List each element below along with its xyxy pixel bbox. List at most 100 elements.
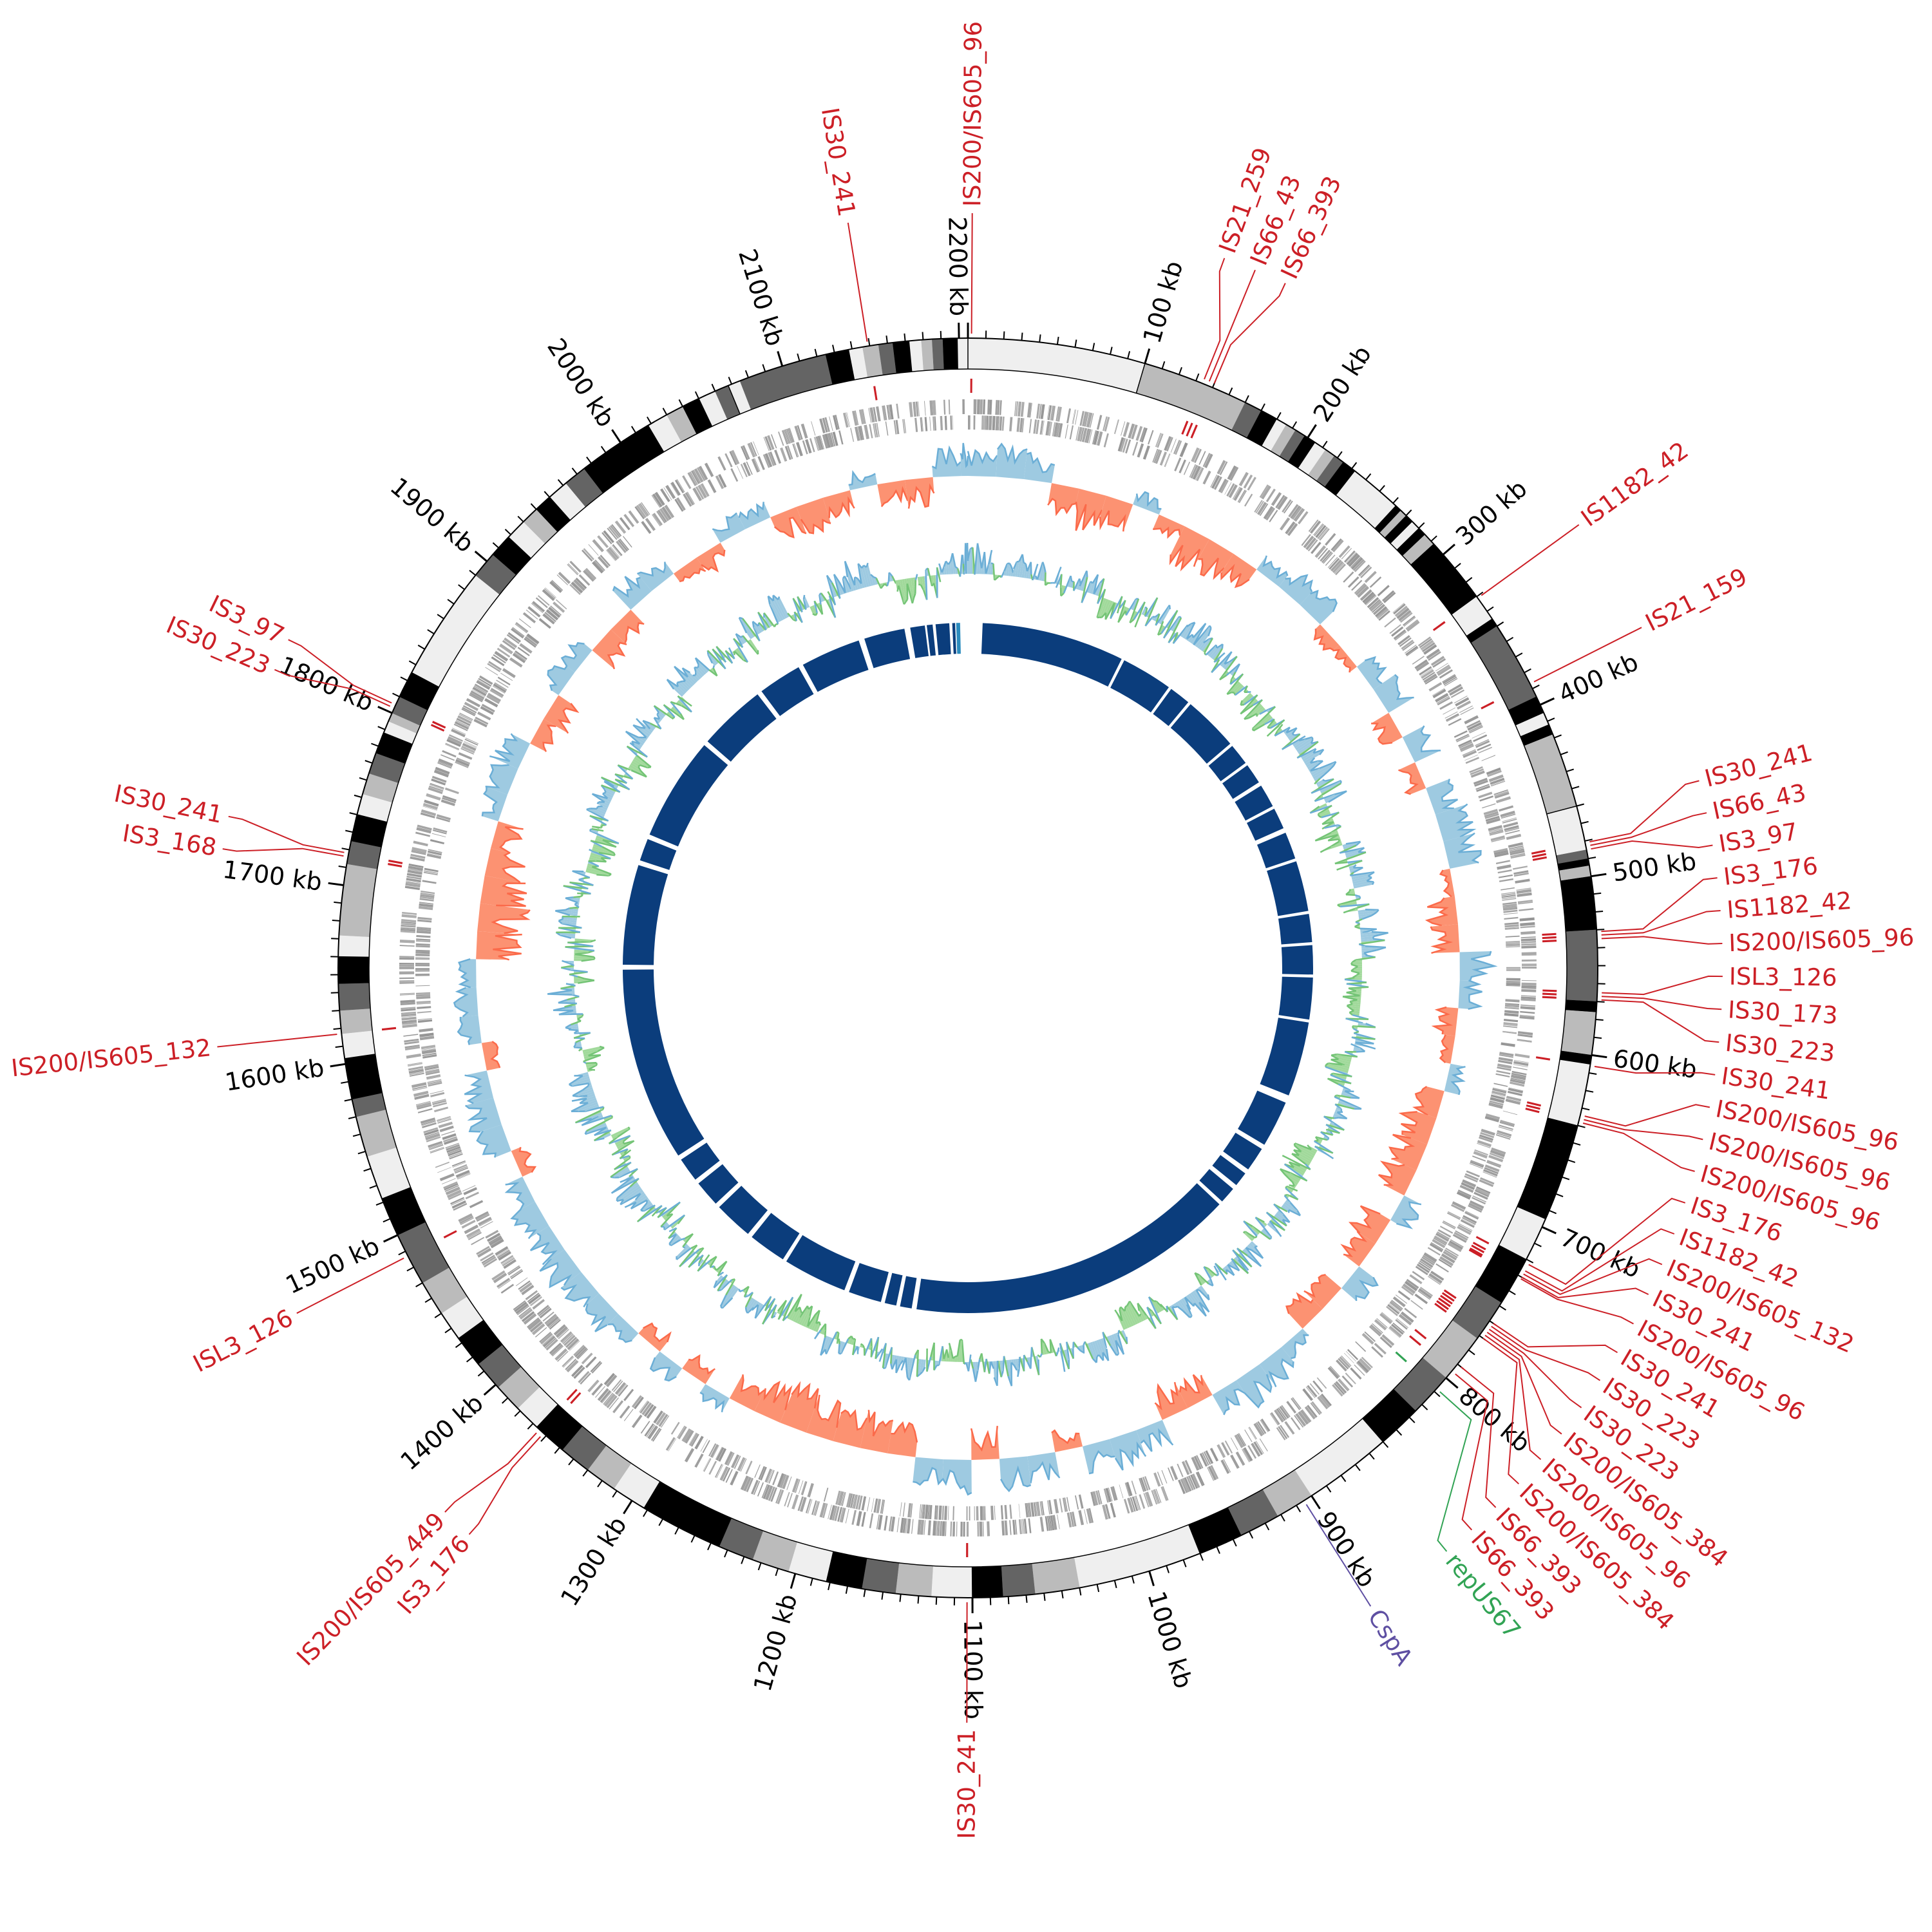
gene-minus-strand	[416, 940, 431, 943]
gene-plus-strand	[1335, 1381, 1347, 1394]
gene-plus-strand	[1519, 1016, 1535, 1020]
gene-minus-strand	[617, 1384, 627, 1396]
gene-minus-strand	[1470, 1160, 1484, 1167]
gene-plus-strand	[557, 1350, 569, 1362]
gene-plus-strand	[1392, 603, 1405, 613]
gene-minus-strand	[555, 599, 567, 610]
gene-plus-strand	[1487, 770, 1502, 777]
gene-minus-strand	[422, 1052, 437, 1056]
gc-content-line	[1134, 601, 1146, 628]
gene-minus-strand	[1446, 714, 1460, 722]
feature-label: IS3_168	[120, 819, 218, 862]
gene-minus-strand	[805, 439, 812, 454]
gene-minus-strand	[1028, 419, 1032, 433]
gc-content-bin	[1318, 809, 1330, 817]
gc-skew-line	[560, 641, 585, 667]
major-tick	[474, 551, 488, 562]
label-leader-line	[1584, 1104, 1710, 1127]
gc-content-line	[573, 1044, 576, 1048]
gene-plus-strand	[413, 1090, 429, 1097]
gc-content-line	[596, 874, 609, 877]
gene-minus-strand	[1505, 1003, 1520, 1005]
major-tick	[623, 1500, 633, 1515]
gc-content-line	[715, 645, 734, 664]
gc-skew-line	[489, 733, 518, 762]
minor-tick	[1582, 1107, 1590, 1111]
gc-content-bin	[748, 639, 759, 654]
gene-plus-strand	[1396, 1318, 1408, 1329]
gene-plus-strand	[1338, 1378, 1350, 1392]
gene-plus-strand	[1520, 922, 1535, 927]
gene-plus-strand	[444, 1185, 459, 1192]
label-leader-line	[468, 1436, 541, 1535]
is-element-mark	[1532, 856, 1547, 861]
gene-minus-strand	[1459, 743, 1474, 752]
gene-plus-strand	[989, 399, 992, 415]
gene-plus-strand	[693, 469, 701, 484]
gene-plus-strand	[933, 1520, 936, 1536]
gene-plus-strand	[1449, 1240, 1463, 1250]
gene-plus-strand	[987, 399, 990, 415]
gc-content-bin	[1361, 936, 1374, 940]
minor-tick	[1113, 1580, 1117, 1589]
gc-content-bin	[633, 724, 650, 737]
gc-content-line	[574, 1046, 582, 1049]
gc-content-bin	[746, 1298, 754, 1311]
minor-tick	[334, 901, 342, 904]
gc-content-line	[754, 1296, 772, 1319]
gene-minus-strand	[1443, 1220, 1456, 1228]
gc-content-line	[1231, 1258, 1249, 1274]
gene-plus-strand	[1290, 505, 1301, 519]
gene-plus-strand	[1345, 1373, 1356, 1385]
gc-skew-bin	[1300, 591, 1337, 625]
gc-content-line	[1321, 811, 1340, 819]
gc-content-bin	[943, 561, 947, 575]
gene-minus-strand	[774, 450, 781, 464]
gc-content-line	[1371, 881, 1375, 886]
gene-plus-strand	[1354, 1364, 1365, 1376]
gene-minus-strand	[1234, 488, 1243, 501]
gc-content-line	[1097, 578, 1105, 604]
gene-plus-strand	[741, 446, 748, 460]
gene-minus-strand	[737, 1457, 744, 1471]
gc-skew-line	[1223, 1388, 1245, 1416]
gene-plus-strand	[1475, 740, 1490, 748]
gc-content-line	[725, 1278, 736, 1296]
gene-minus-strand	[487, 1233, 501, 1242]
gc-content-line	[1045, 582, 1049, 586]
gc-content-line	[1336, 860, 1363, 871]
gc-content-line	[713, 1274, 728, 1289]
gene-plus-strand	[1519, 1014, 1535, 1018]
gc-content-line	[1000, 571, 1005, 578]
gene-plus-strand	[1511, 1074, 1526, 1081]
gene-minus-strand	[1435, 693, 1449, 703]
gene-plus-strand	[406, 1053, 421, 1059]
tick-label: 1200 kb	[748, 1591, 803, 1694]
gc-content-line	[742, 618, 761, 641]
minor-tick	[1508, 1290, 1516, 1296]
gene-plus-strand	[477, 679, 491, 688]
gene-plus-strand	[1382, 590, 1395, 602]
gc-content-bin	[572, 1093, 595, 1101]
contig-block	[981, 623, 1122, 687]
is-element-mark	[1542, 989, 1557, 992]
gene-plus-strand	[1179, 442, 1188, 457]
gene-minus-strand	[1503, 1023, 1518, 1027]
gc-content-line	[807, 1316, 811, 1327]
gene-minus-strand	[424, 1064, 439, 1069]
gc-content-bin	[1331, 1073, 1347, 1080]
gc-content-bin	[1158, 625, 1166, 635]
gc-skew-bin	[960, 442, 968, 477]
gc-content-line	[1125, 598, 1137, 616]
band-divider	[507, 536, 531, 559]
tick-label: 1000 kb	[1142, 1588, 1198, 1692]
minor-tick	[352, 1133, 361, 1137]
gc-content-line	[609, 1135, 631, 1144]
gc-content-bin	[1293, 739, 1305, 747]
gc-skew-line	[942, 1469, 972, 1496]
gene-minus-strand	[1490, 835, 1505, 842]
gc-skew-line	[1135, 491, 1162, 510]
gene-plus-strand	[1122, 422, 1130, 437]
gene-minus-strand	[585, 567, 597, 580]
gc-content-bin	[1312, 766, 1334, 779]
